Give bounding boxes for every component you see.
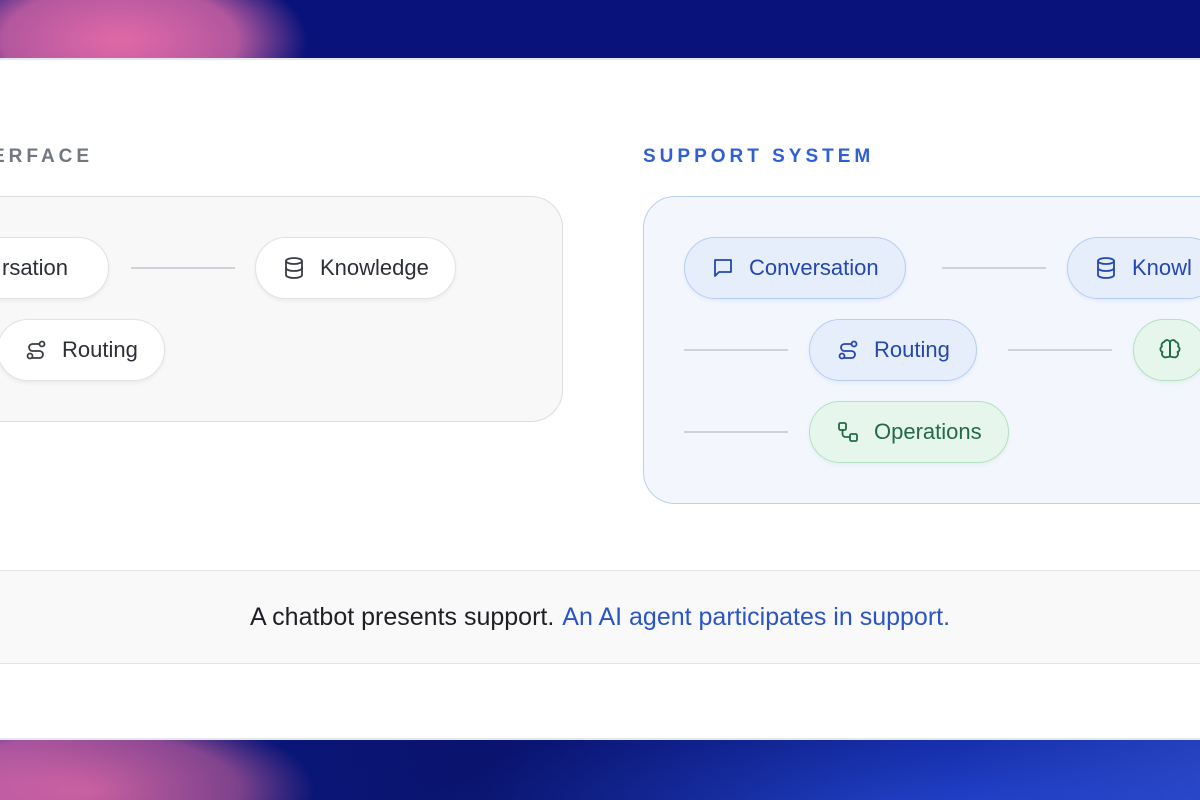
agent-caption: An AI agent participates in support. (562, 602, 951, 631)
route-icon (838, 340, 858, 360)
right-knowledge-label: Knowl (1132, 255, 1192, 280)
right-connector-4 (684, 431, 788, 433)
caption-band: A chatbot presents support. An AI agent … (0, 570, 1200, 664)
comparison-card: ERFACE SUPPORT SYSTEM rsation Knowledge … (0, 58, 1200, 740)
left-routing-node: Routing (0, 319, 165, 381)
right-section-label: SUPPORT SYSTEM (643, 146, 875, 167)
left-connector-1 (131, 267, 235, 269)
left-knowledge-label: Knowledge (320, 255, 429, 280)
right-operations-node: Operations (809, 401, 1009, 463)
right-routing-node: Routing (809, 319, 977, 381)
right-reasoning-node (1133, 319, 1200, 381)
left-conversation-label: rsation (2, 255, 69, 280)
left-routing-label: Routing (62, 337, 138, 362)
right-connector-2 (684, 349, 788, 351)
left-section-label: ERFACE (0, 146, 94, 167)
background-band (0, 738, 1200, 800)
chatbot-interface-panel: rsation Knowledge Routing (0, 196, 563, 422)
right-conversation-label: Conversation (749, 255, 879, 280)
brain-icon (1159, 339, 1181, 359)
message-square-icon (714, 259, 732, 277)
right-connector-3 (1008, 349, 1112, 351)
database-icon (285, 257, 303, 279)
support-system-panel: Conversation Knowl Routing Operations (643, 196, 1200, 504)
right-conversation-node: Conversation (684, 237, 906, 299)
chatbot-caption: A chatbot presents support. (249, 602, 555, 631)
right-operations-label: Operations (874, 419, 982, 444)
left-conversation-node: rsation (0, 237, 109, 299)
route-icon (26, 340, 46, 360)
right-connector-1 (942, 267, 1046, 269)
left-knowledge-node: Knowledge (255, 237, 456, 299)
workflow-icon (838, 422, 858, 442)
database-icon (1097, 257, 1115, 279)
right-knowledge-node: Knowl (1067, 237, 1200, 299)
right-routing-label: Routing (874, 337, 950, 362)
